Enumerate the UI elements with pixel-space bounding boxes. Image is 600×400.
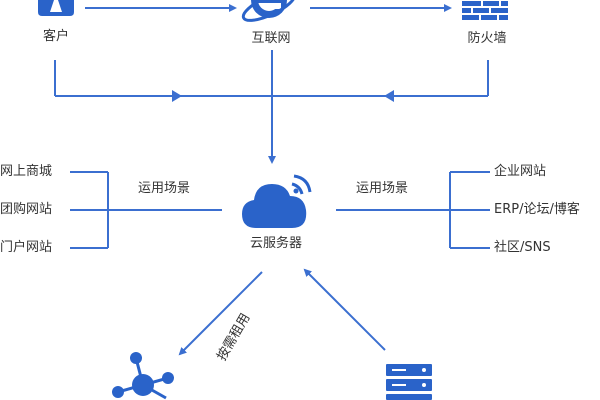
customer-label: 客户	[42, 29, 70, 44]
right-item-enterprise: 企业网站	[494, 164, 547, 179]
firewall-label: 防火墙	[467, 31, 507, 46]
left-item-portal: 门户网站	[0, 240, 53, 255]
right-item-community-sns: 社区/SNS	[494, 240, 551, 255]
arrow-server-to-cloud	[303, 268, 386, 351]
cloud-server-label: 云服务器	[249, 236, 303, 251]
arrow-cloud-to-network	[178, 271, 263, 356]
user-icon	[38, 0, 74, 16]
brick-wall-icon	[462, 0, 508, 20]
network-nodes-icon	[112, 352, 174, 400]
left-item-group-buying: 团购网站	[0, 202, 53, 217]
server-rack-icon	[386, 364, 432, 400]
left-scenario-label: 运用场景	[138, 181, 191, 196]
internet-label: 互联网	[251, 31, 291, 46]
internet-explorer-icon	[241, 0, 297, 22]
right-item-erp-forum-blog: ERP/论坛/博客	[494, 202, 580, 217]
arrowhead-left	[172, 90, 182, 102]
arrowhead-right	[384, 90, 394, 102]
cloud-wifi-icon	[242, 174, 312, 228]
left-item-online-mall: 网上商城	[0, 164, 53, 179]
right-scenario-label: 运用场景	[356, 181, 409, 196]
